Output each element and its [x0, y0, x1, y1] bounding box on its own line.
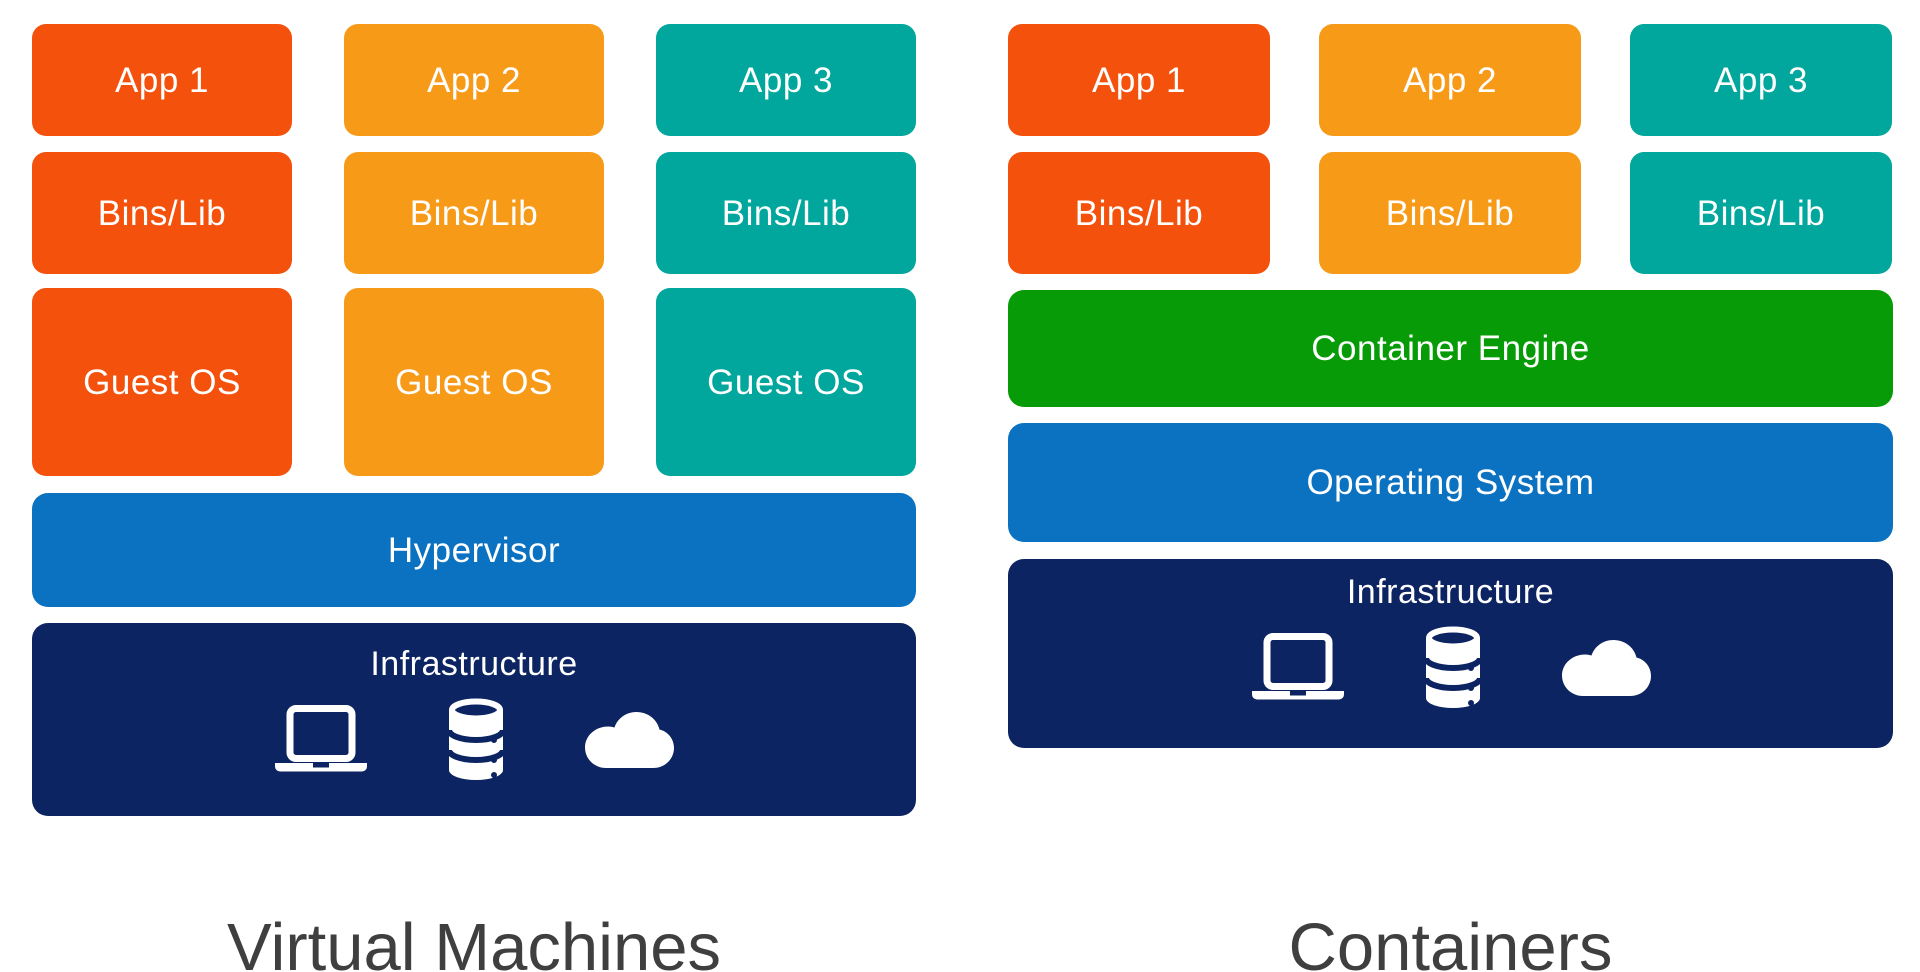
- vm-app3-box: App 3: [656, 24, 916, 136]
- laptop-icon: [1250, 633, 1346, 703]
- containers-panel-title: Containers: [1288, 909, 1613, 972]
- containers-infrastructure-bar: Infrastructure: [1008, 559, 1893, 748]
- database-icon: [445, 698, 507, 782]
- hypervisor-bar: Hypervisor: [32, 493, 916, 607]
- vm-infrastructure-label: Infrastructure: [370, 645, 578, 683]
- container-app1-box: App 1: [1008, 24, 1270, 136]
- vm-infrastructure-icons: [273, 698, 675, 782]
- vm-infrastructure-bar: Infrastructure: [32, 623, 916, 816]
- vm-guest-os-box-3: Guest OS: [656, 288, 916, 476]
- cloud-icon: [583, 710, 675, 770]
- database-icon: [1422, 626, 1484, 710]
- vm-panel-title: Virtual Machines: [226, 909, 722, 972]
- vm-app2-box: App 2: [344, 24, 604, 136]
- vm-guest-os-box-1: Guest OS: [32, 288, 292, 476]
- vm-bins-lib-box-3: Bins/Lib: [656, 152, 916, 274]
- vm-guest-os-box-2: Guest OS: [344, 288, 604, 476]
- container-bins-lib-box-2: Bins/Lib: [1319, 152, 1581, 274]
- container-engine-bar: Container Engine: [1008, 290, 1893, 407]
- container-app2-box: App 2: [1319, 24, 1581, 136]
- containers-infrastructure-icons: [1250, 626, 1652, 710]
- cloud-icon: [1560, 638, 1652, 698]
- container-bins-lib-box-3: Bins/Lib: [1630, 152, 1892, 274]
- vm-bins-lib-box-1: Bins/Lib: [32, 152, 292, 274]
- laptop-icon: [273, 705, 369, 775]
- containers-infrastructure-label: Infrastructure: [1346, 573, 1555, 611]
- container-app3-box: App 3: [1630, 24, 1892, 136]
- vm-app1-box: App 1: [32, 24, 292, 136]
- container-bins-lib-box-1: Bins/Lib: [1008, 152, 1270, 274]
- vm-bins-lib-box-2: Bins/Lib: [344, 152, 604, 274]
- operating-system-bar: Operating System: [1008, 423, 1893, 542]
